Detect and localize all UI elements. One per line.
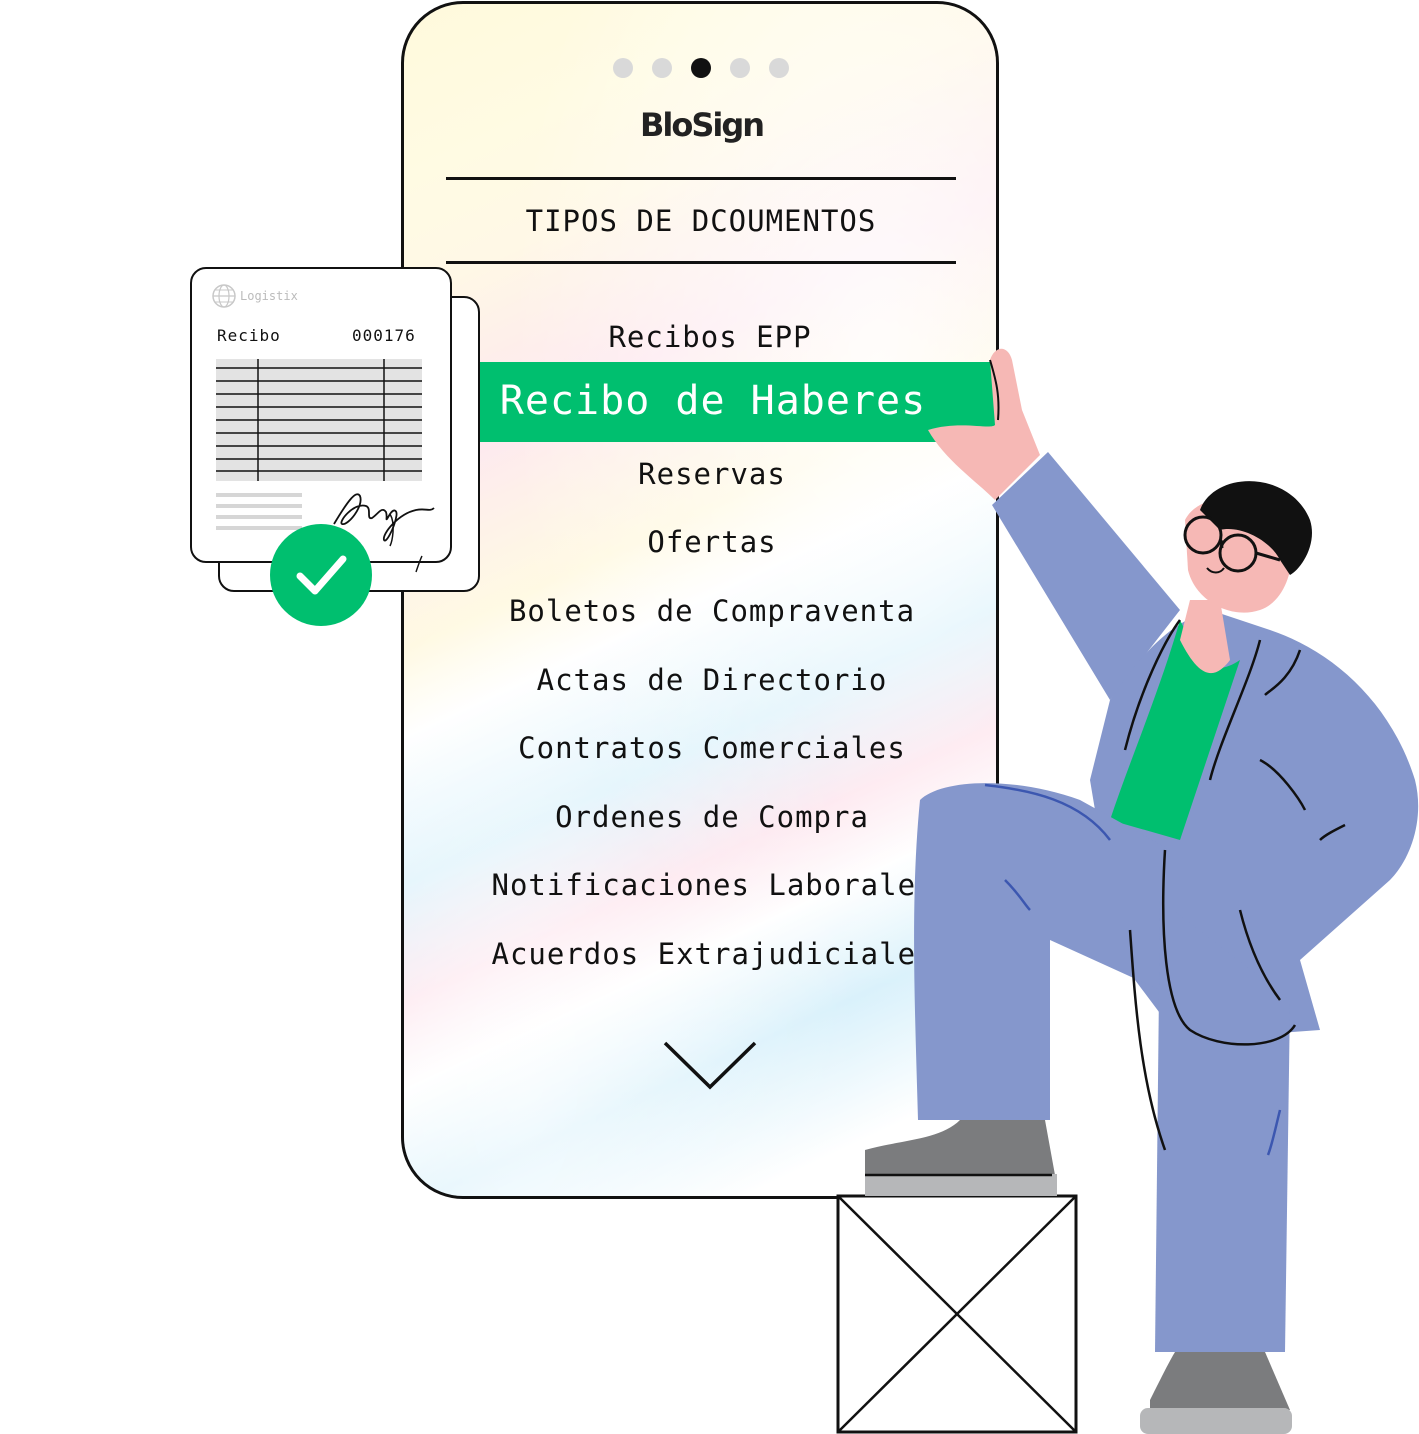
menu-item-ofertas[interactable]: Ofertas <box>647 525 777 559</box>
carousel-dot-2[interactable] <box>652 58 672 78</box>
crate-box <box>836 1194 1078 1434</box>
carousel-dot-1[interactable] <box>613 58 633 78</box>
menu-item-contratos-comerciales[interactable]: Contratos Comerciales <box>518 731 906 765</box>
carousel-dot-3-active[interactable] <box>691 58 711 78</box>
menu-item-reservas[interactable]: Reservas <box>638 457 786 491</box>
menu-item-actas-de-directorio[interactable]: Actas de Directorio <box>536 663 888 697</box>
header-rule-top <box>446 177 956 180</box>
menu-item-selected-bg[interactable] <box>478 362 998 442</box>
header-rule-bottom <box>446 261 956 264</box>
brand-logo: BloSign <box>640 106 765 144</box>
receipt-number: 000176 <box>352 326 416 345</box>
carousel-dot-4[interactable] <box>730 58 750 78</box>
menu-item-recibos-epp[interactable]: Recibos EPP <box>608 320 812 354</box>
check-circle-icon <box>270 524 372 626</box>
receipt-brand: Logistix <box>240 289 298 303</box>
receipt-table <box>216 359 422 481</box>
menu-item-recibo-de-haberes[interactable]: Recibo de Haberes <box>499 378 927 424</box>
signature-icon <box>333 493 435 573</box>
carousel-dot-5[interactable] <box>769 58 789 78</box>
menu-item-ordenes-de-compra[interactable]: Ordenes de Compra <box>555 800 869 834</box>
chevron-down-icon[interactable] <box>660 1040 760 1092</box>
menu-item-notificaciones-laborales[interactable]: Notificaciones Laborales <box>491 868 935 902</box>
menu-item-boletos-de-compraventa[interactable]: Boletos de Compraventa <box>508 594 916 628</box>
phone-frame <box>401 1 999 1199</box>
menu-item-acuerdos-extrajudiciales[interactable]: Acuerdos Extrajudiciales <box>491 937 935 971</box>
section-title: TIPOS DE DCOUMENTOS <box>525 204 877 238</box>
receipt-label: Recibo <box>217 326 281 345</box>
globe-icon <box>212 284 236 308</box>
carousel-dots <box>613 58 789 78</box>
businessman-illustration <box>865 348 1419 1434</box>
receipt-text-lines <box>216 493 302 530</box>
